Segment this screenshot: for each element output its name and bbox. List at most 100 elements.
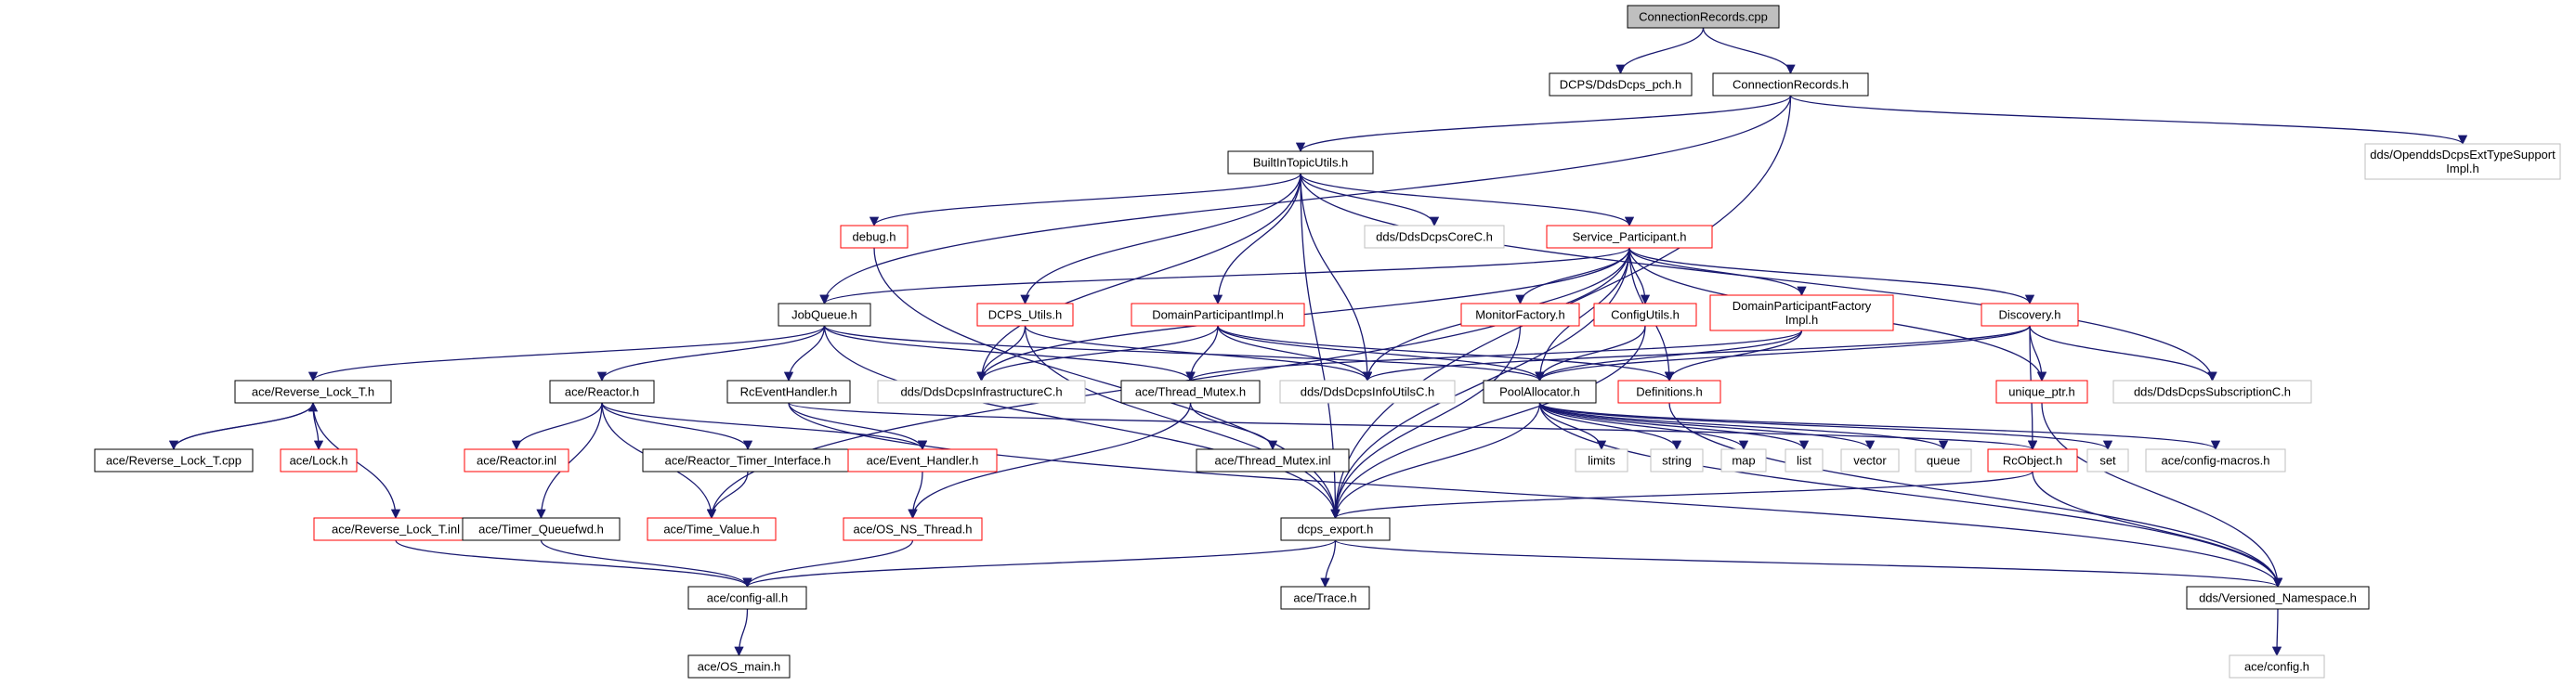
- node-label: ace/Reactor.h: [565, 385, 639, 399]
- node-box: [1546, 225, 1713, 249]
- node-ddsdcpsinfoutilsc: dds/DdsDcpsInfoUtilsC.h: [1279, 380, 1456, 404]
- edge-jobqueue-to-ace_thread_mutex: [823, 325, 1196, 382]
- edge-ace_thread_mutex-to-thread_mutex_inl: [1189, 402, 1278, 451]
- node-box: [1915, 448, 1972, 472]
- edge-service_participant-to-monitorfactory: [1515, 247, 1630, 305]
- edge-builtintopicutils-to-debug_h: [869, 173, 1301, 227]
- node-box: [94, 448, 254, 472]
- node-label: DomainParticipantFactory: [1733, 299, 1872, 313]
- node-ace_lock[interactable]: ace/Lock.h: [280, 448, 358, 472]
- node-label: ace/Thread_Mutex.h: [1135, 385, 1246, 399]
- node-dcps_ddsdcps_pch[interactable]: DCPS/DdsDcps_pch.h: [1549, 72, 1693, 97]
- node-configutils[interactable]: ConfigUtils.h: [1593, 303, 1697, 327]
- edge-versioned_namespace-to-ace_config: [2271, 608, 2282, 657]
- edge-builtintopicutils-to-domainparticipantimpl: [1212, 173, 1301, 305]
- node-box: [1617, 380, 1721, 404]
- node-box: [1196, 448, 1350, 472]
- node-label: Discovery.h: [1999, 308, 2061, 322]
- edge-service_participant-to-ddsdcpsinfrastructurec: [976, 247, 1630, 382]
- node-unique_ptr[interactable]: unique_ptr.h: [1995, 380, 2088, 404]
- edge-unique_ptr-to-versioned_namespace: [2041, 402, 2283, 589]
- node-time_value[interactable]: ace/Time_Value.h: [647, 517, 777, 541]
- node-box: [1593, 303, 1697, 327]
- node-label: dds/DdsDcpsCoreC.h: [1376, 230, 1493, 244]
- edge-domainparticipantimpl-to-ddsdcpsinfoutilsc: [1217, 325, 1373, 382]
- node-label: Definitions.h: [1636, 385, 1703, 399]
- node-ace_reactor[interactable]: ace/Reactor.h: [549, 380, 655, 404]
- node-domainparticipantimpl[interactable]: DomainParticipantImpl.h: [1131, 303, 1305, 327]
- node-dcps_export[interactable]: dcps_export.h: [1280, 517, 1391, 541]
- node-debug_h[interactable]: debug.h: [840, 225, 909, 249]
- node-box: [687, 654, 791, 679]
- node-versioned_namespace[interactable]: dds/Versioned_Namespace.h: [2186, 586, 2370, 610]
- node-connectionrecords_cpp[interactable]: ConnectionRecords.cpp: [1627, 5, 1780, 29]
- node-label: DCPS/DdsDcps_pch.h: [1560, 78, 1682, 92]
- node-service_participant[interactable]: Service_Participant.h: [1546, 225, 1713, 249]
- node-box: [1720, 448, 1767, 472]
- node-definitions[interactable]: Definitions.h: [1617, 380, 1721, 404]
- edge-jobqueue-to-poolallocator: [823, 325, 1545, 382]
- edge-poolallocator-to-limits: [1538, 402, 1607, 451]
- edge-poolallocator-to-queue: [1538, 402, 1949, 451]
- node-config_all[interactable]: ace/config-all.h: [687, 586, 807, 610]
- node-label: RcObject.h: [2003, 454, 2062, 468]
- node-rceventhandler[interactable]: RcEventHandler.h: [726, 380, 851, 404]
- node-reverse_lock_t_cpp[interactable]: ace/Reverse_Lock_T.cpp: [94, 448, 254, 472]
- node-label: list: [1797, 454, 1811, 468]
- node-box: [313, 517, 478, 541]
- edge-connectionrecords_h-to-builtintopicutils: [1295, 95, 1792, 153]
- node-label: ace/Reverse_Lock_T.inl: [332, 523, 460, 537]
- node-label: JobQueue.h: [791, 308, 857, 322]
- edge-builtintopicutils-to-ddsdcpsinfrastructurec: [976, 173, 1301, 382]
- node-label: dcps_export.h: [1298, 523, 1374, 537]
- node-connectionrecords_h[interactable]: ConnectionRecords.h: [1712, 72, 1869, 97]
- node-box: [1981, 303, 2079, 327]
- node-builtintopicutils[interactable]: BuiltInTopicUtils.h: [1227, 150, 1374, 175]
- edge-jobqueue-to-reverse_lock_t_h: [307, 325, 826, 382]
- node-ace_thread_mutex[interactable]: ace/Thread_Mutex.h: [1120, 380, 1261, 404]
- node-os_ns_thread[interactable]: ace/OS_NS_Thread.h: [843, 517, 983, 541]
- node-poolallocator[interactable]: PoolAllocator.h: [1483, 380, 1597, 404]
- node-ddsdcpsinfrastructurec: dds/DdsDcpsInfrastructureC.h: [877, 380, 1086, 404]
- node-timer_queuefwd[interactable]: ace/Timer_Queuefwd.h: [462, 517, 621, 541]
- node-dcps_utils[interactable]: DCPS_Utils.h: [976, 303, 1074, 327]
- node-ace_trace[interactable]: ace/Trace.h: [1280, 586, 1370, 610]
- edge-ace_reactor-to-timer_queuefwd: [536, 402, 603, 520]
- node-ddsdcpssubscriptionc: dds/DdsDcpsSubscriptionC.h: [2112, 380, 2312, 404]
- node-os_main[interactable]: ace/OS_main.h: [687, 654, 791, 679]
- node-label: ace/config-all.h: [707, 591, 788, 605]
- node-box: [2229, 654, 2325, 679]
- edge-discovery-to-ddsdcpssubscriptionc: [2029, 325, 2217, 382]
- node-jobqueue[interactable]: JobQueue.h: [778, 303, 871, 327]
- node-discovery[interactable]: Discovery.h: [1981, 303, 2079, 327]
- node-box: [2364, 143, 2561, 180]
- node-box: [2145, 448, 2286, 472]
- node-box: [976, 303, 1074, 327]
- node-reactor_timer_interface[interactable]: ace/Reactor_Timer_Interface.h: [642, 448, 854, 472]
- node-limits: limits: [1575, 448, 1628, 472]
- edge-rcobject-to-dcps_export: [1330, 471, 2033, 520]
- node-reverse_lock_t_h[interactable]: ace/Reverse_Lock_T.h: [234, 380, 392, 404]
- node-ace_reactor_inl[interactable]: ace/Reactor.inl: [464, 448, 569, 472]
- node-label: ace/Reverse_Lock_T.h: [252, 385, 374, 399]
- edge-dcps_utils-to-ddsdcpsinfrastructurec: [976, 325, 1026, 382]
- node-label: ace/config-macros.h: [2161, 454, 2269, 468]
- node-ddsdcpscorec: dds/DdsDcpsCoreC.h: [1364, 225, 1505, 249]
- node-reverse_lock_t_inl[interactable]: ace/Reverse_Lock_T.inl: [313, 517, 478, 541]
- node-box: [2112, 380, 2312, 404]
- node-label: ConnectionRecords.cpp: [1639, 10, 1768, 24]
- node-event_handler[interactable]: ace/Event_Handler.h: [847, 448, 998, 472]
- edge-poolallocator-to-string: [1538, 402, 1682, 451]
- edge-rceventhandler-to-versioned_namespace: [788, 402, 2283, 589]
- node-box: [1549, 72, 1693, 97]
- node-box: [687, 586, 807, 610]
- node-rcobject[interactable]: RcObject.h: [1987, 448, 2078, 472]
- edge-builtintopicutils-to-ddsdcpsinfoutilsc: [1300, 173, 1373, 382]
- node-monitorfactory[interactable]: MonitorFactory.h: [1460, 303, 1580, 327]
- node-label: queue: [1927, 454, 1960, 468]
- node-thread_mutex_inl[interactable]: ace/Thread_Mutex.inl: [1196, 448, 1350, 472]
- edge-domainparticipantimpl-to-definitions: [1217, 325, 1675, 382]
- node-box: [843, 517, 983, 541]
